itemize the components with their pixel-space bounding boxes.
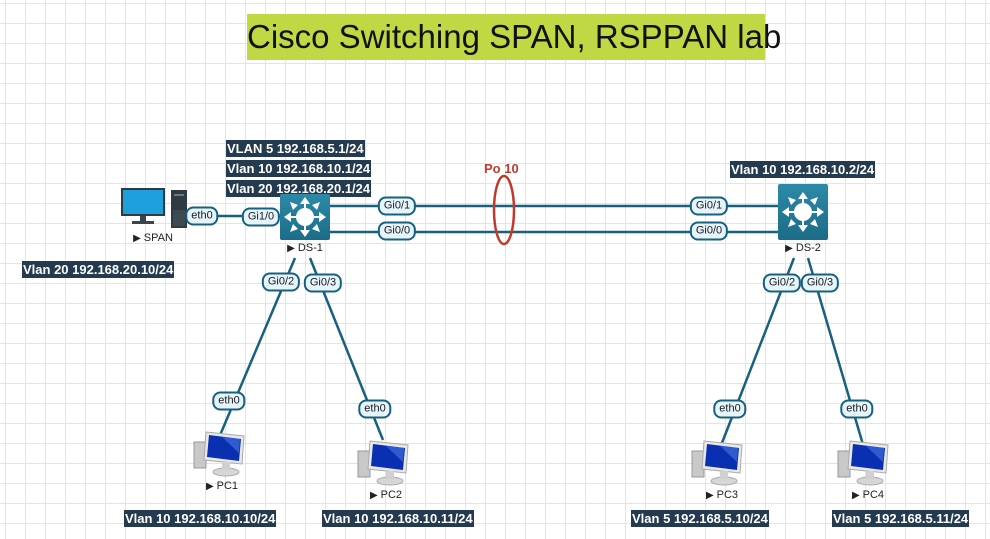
pc3-label: ▶PC3 [705, 489, 739, 501]
pc3-node[interactable] [690, 437, 744, 492]
port-ds1-gi0-0[interactable]: Gi0/0 [377, 221, 417, 241]
port-pc3-eth0[interactable]: eth0 [713, 399, 747, 419]
pc4-label: ▶PC4 [851, 489, 885, 501]
port-pc1-eth0[interactable]: eth0 [212, 391, 246, 411]
play-marker-icon: ▶ [133, 233, 141, 244]
port-ds1-gi1-0[interactable]: Gi1/0 [241, 207, 281, 227]
port-ds2-gi0-0[interactable]: Gi0/0 [689, 221, 729, 241]
ds2-label: ▶DS-2 [785, 242, 821, 254]
port-channel-ellipse[interactable] [492, 174, 516, 246]
pc-icon [193, 431, 245, 477]
port-ds2-gi0-2[interactable]: Gi0/2 [762, 273, 802, 293]
port-ds1-gi0-3[interactable]: Gi0/3 [303, 273, 343, 293]
play-marker-icon: ▶ [205, 481, 214, 492]
pc1-node[interactable] [192, 428, 246, 483]
play-marker-icon: ▶ [287, 243, 295, 254]
ds2-switch[interactable] [778, 184, 828, 240]
play-marker-icon: ▶ [705, 490, 714, 501]
span-ip-label: Vlan 20 192.168.20.10/24 [22, 261, 175, 278]
layer3-switch-icon [284, 197, 326, 237]
pc-icon [691, 440, 743, 486]
pc3-ip-label: Vlan 5 192.168.5.10/24 [631, 510, 769, 527]
pc2-label: ▶PC2 [369, 489, 403, 501]
port-ds1-gi0-2[interactable]: Gi0/2 [261, 272, 301, 292]
pc2-node[interactable] [356, 437, 410, 492]
layer3-switch-icon [782, 192, 824, 232]
port-pc2-eth0[interactable]: eth0 [358, 399, 392, 419]
span-node[interactable] [118, 186, 190, 230]
pc1-label: ▶PC1 [205, 480, 239, 492]
pc4-ip-label: Vlan 5 192.168.5.11/24 [832, 510, 970, 527]
desktop-workstation-icon [121, 188, 187, 228]
ds1-switch[interactable] [280, 194, 330, 240]
pc1-ip-label: Vlan 10 192.168.10.10/24 [124, 510, 277, 527]
pc4-node[interactable] [836, 437, 890, 492]
port-pc4-eth0[interactable]: eth0 [840, 399, 874, 419]
ds1-ip-label-vlan10: Vlan 10 192.168.10.1/24 [226, 160, 372, 177]
play-marker-icon: ▶ [785, 243, 793, 254]
port-ds1-gi0-1[interactable]: Gi0/1 [377, 196, 417, 216]
port-ds2-gi0-1[interactable]: Gi0/1 [689, 196, 729, 216]
port-channel-label: Po 10 [484, 161, 519, 176]
ds1-ip-label-vlan5: VLAN 5 192.168.5.1/24 [226, 140, 365, 157]
pc-icon [357, 440, 409, 486]
ds1-label: ▶DS-1 [287, 242, 323, 254]
pc-icon [837, 440, 889, 486]
port-ds2-gi0-3[interactable]: Gi0/3 [800, 273, 840, 293]
diagram-title: Cisco Switching SPAN, RSPPAN lab [247, 14, 781, 60]
pc2-ip-label: Vlan 10 192.168.10.11/24 [322, 510, 474, 527]
span-node-label: ▶SPAN [133, 232, 173, 244]
port-span-eth0[interactable]: eth0 [185, 206, 219, 226]
ds1-ip-label-vlan20: Vlan 20 192.168.20.1/24 [226, 180, 372, 197]
play-marker-icon: ▶ [369, 490, 378, 501]
ds2-ip-label: Vlan 10 192.168.10.2/24 [730, 161, 876, 178]
play-marker-icon: ▶ [851, 490, 860, 501]
